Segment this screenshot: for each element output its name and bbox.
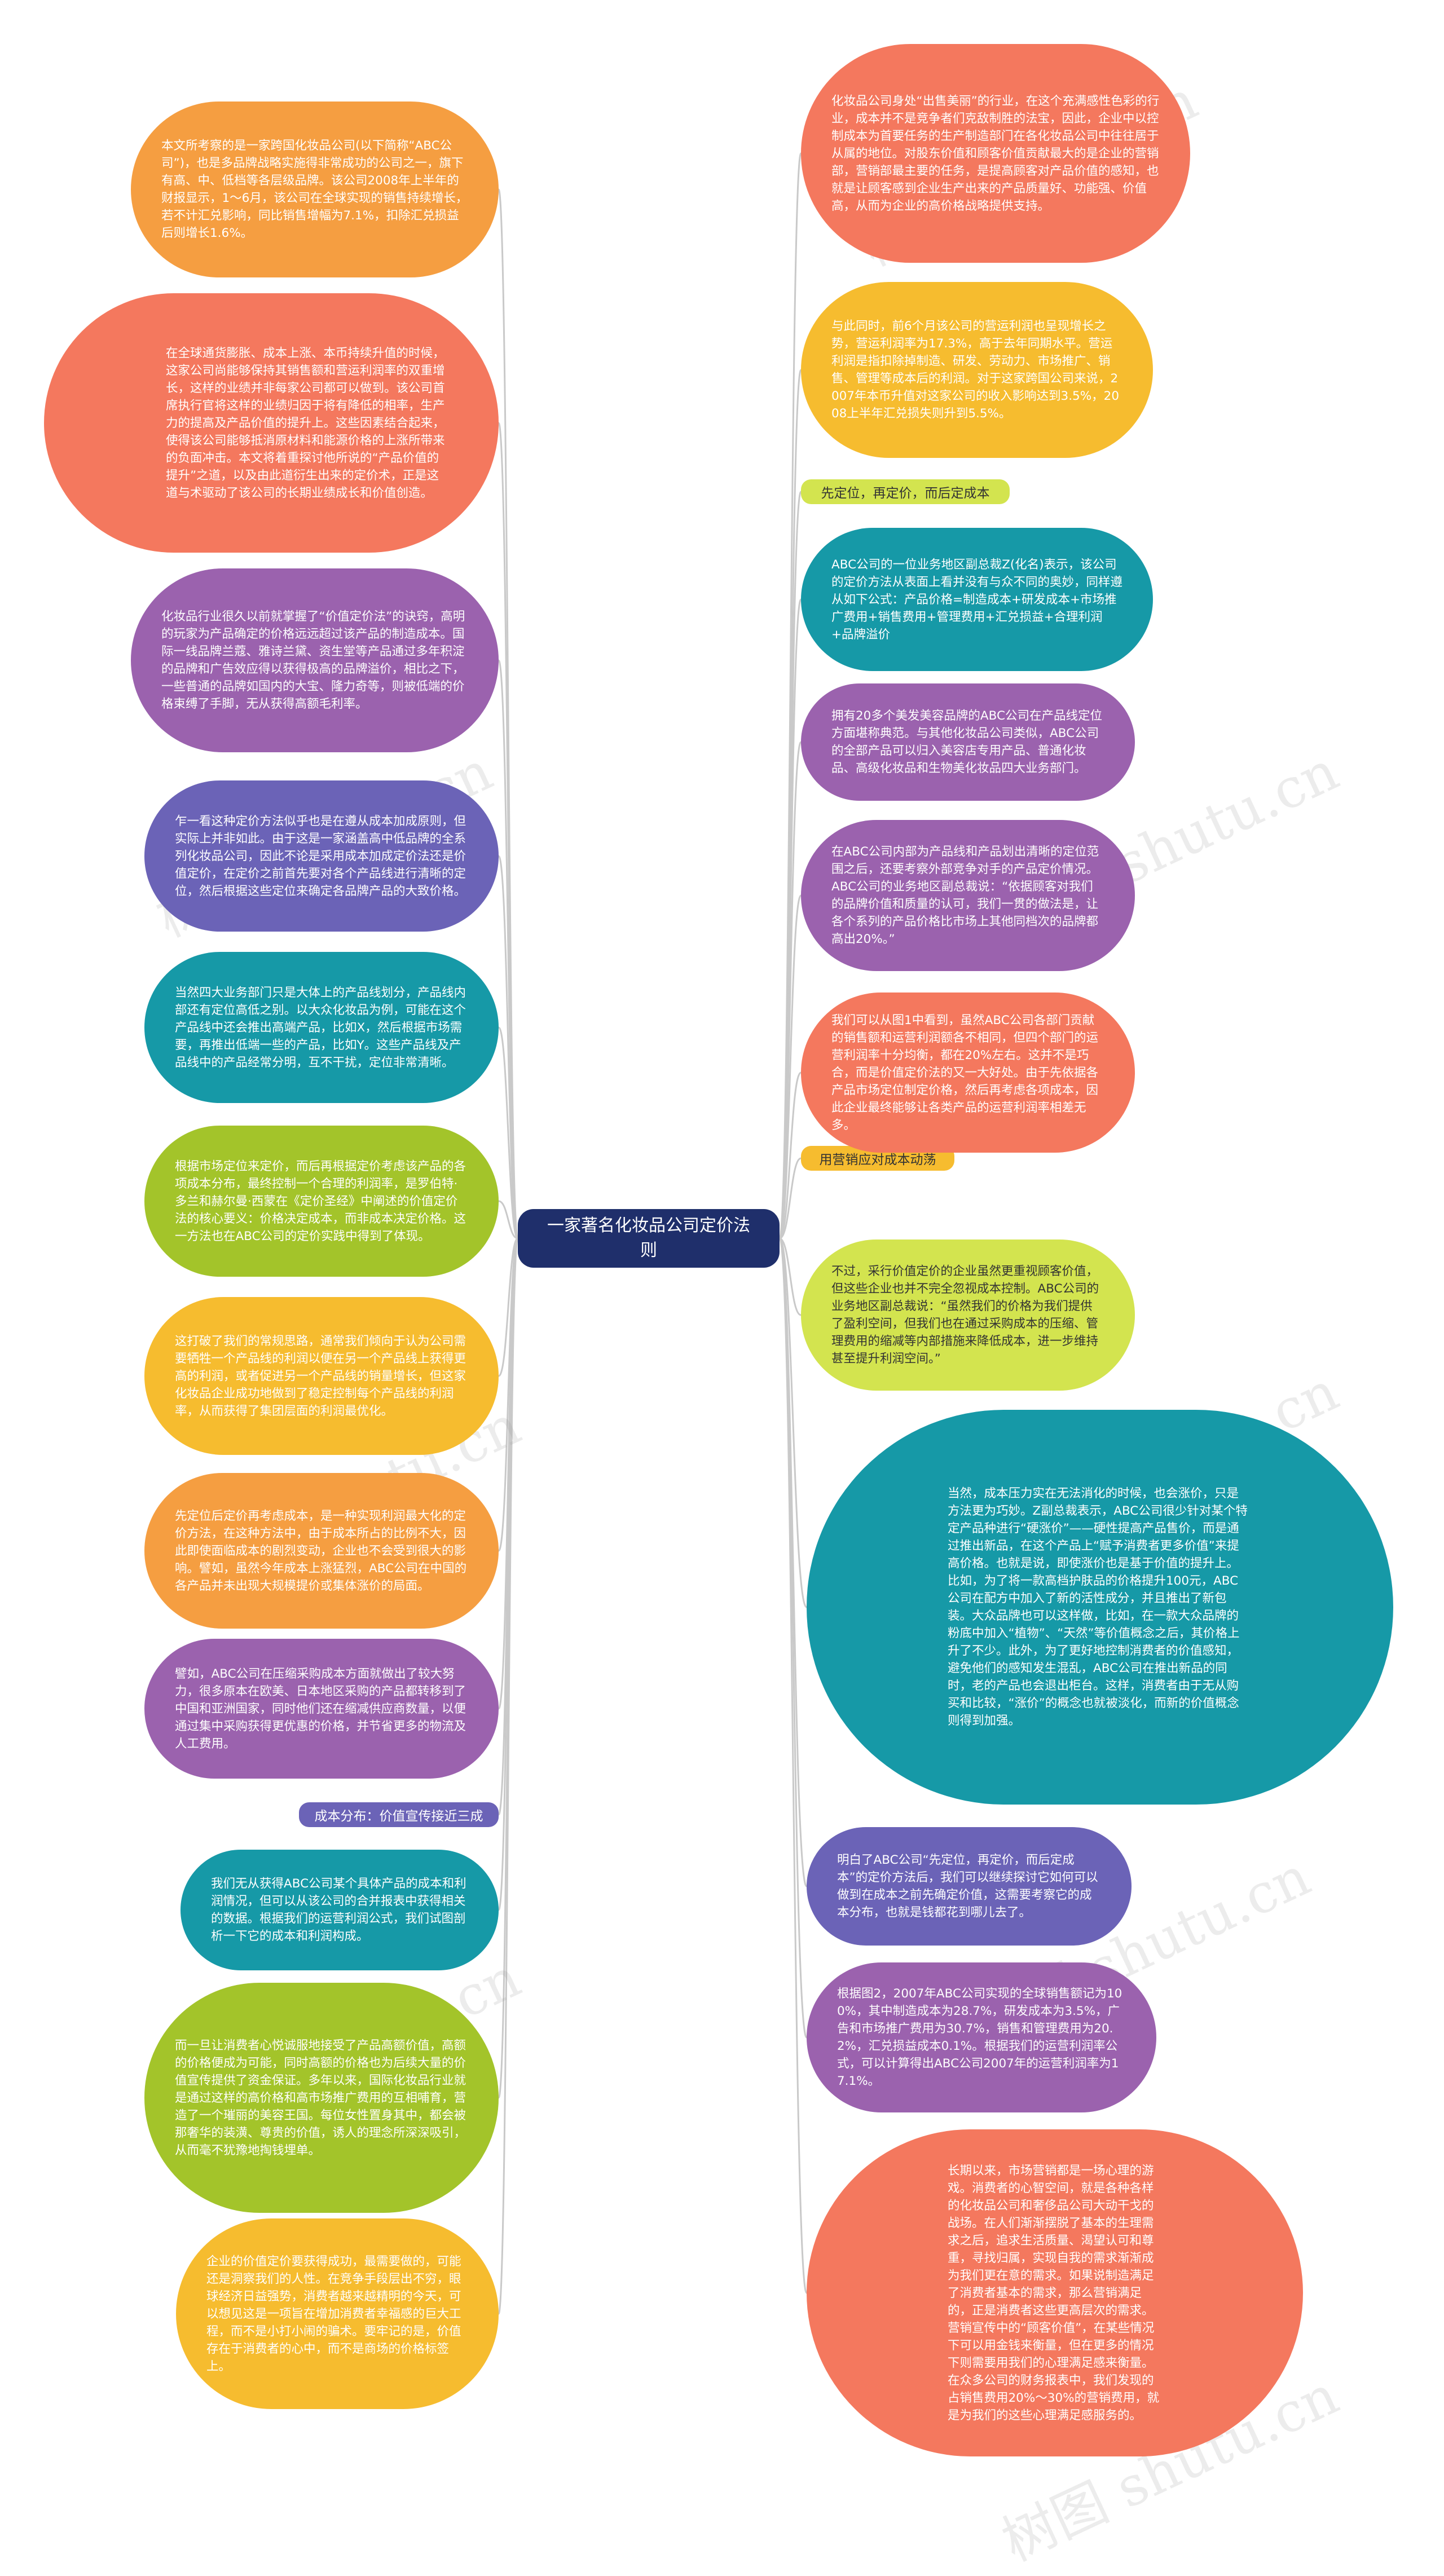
right-node-8[interactable]: 当然，成本压力实在无法消化的时候，也会涨价，只是方法更为巧妙。Z副总裁表示，AB… <box>807 1410 1393 1805</box>
left-node-5[interactable]: 当然四大业务部门只是大体上的产品线划分，产品线内部还有定位高低之别。以大众化妆品… <box>144 952 499 1103</box>
node-text: 拥有20多个美发美容品牌的ABC公司在产品线定位方面堪称典范。与其他化妆品公司类… <box>831 709 1102 775</box>
node-text: 明白了ABC公司“先定位，再定价，而后定成本”的定价方法后，我们可以继续探讨它如… <box>837 1853 1098 1920</box>
left-node-7[interactable]: 这打破了我们的常规思路，通常我们倾向于认为公司需要牺牲一个产品线的利润以便在另一… <box>144 1297 499 1455</box>
root-topic[interactable]: 一家著名化妆品公司定价法则 <box>518 1209 780 1268</box>
right-node-2[interactable]: 与此同时，前6个月该公司的营运利润也呈现增长之势，营运利润率为17.3%，高于去… <box>801 282 1153 458</box>
node-text: 当然四大业务部门只是大体上的产品线划分，产品线内部还有定位高低之别。以大众化妆品… <box>175 985 466 1070</box>
node-text: 先定位后定价再考虑成本，是一种实现利润最大化的定价方法，在这种方法中，由于成本所… <box>175 1508 467 1593</box>
tag-node-cost-distribution[interactable]: 成本分布：价值宣传接近三成 <box>299 1802 499 1827</box>
connector-line <box>779 1237 802 1316</box>
node-text: 在全球通货膨胀、成本上涨、本币持续升值的时候，这家公司尚能够保持其销售额和营运利… <box>166 346 445 500</box>
left-node-9[interactable]: 譬如，ABC公司在压缩采购成本方面就做出了较大努力，很多原本在欧美、日本地区采购… <box>144 1639 499 1779</box>
node-text: 当然，成本压力实在无法消化的时候，也会涨价，只是方法更为巧妙。Z副总裁表示，AB… <box>948 1487 1248 1728</box>
left-node-4[interactable]: 乍一看这种定价方法似乎也是在遵从成本加成原则，但实际上并非如此。由于这是一家涵盖… <box>144 780 499 932</box>
node-text: 化妆品行业很久以前就掌握了“价值定价法”的诀窍，高明的玩家为产品确定的价格远远超… <box>161 610 465 711</box>
right-node-1[interactable]: 化妆品公司身处“出售美丽”的行业，在这个充满感性色彩的行业，成本并不是竞争者们克… <box>801 44 1190 263</box>
connector-line <box>498 1237 519 2099</box>
node-text: 譬如，ABC公司在压缩采购成本方面就做出了较大努力，很多原本在欧美、日本地区采购… <box>175 1666 466 1751</box>
connector-line <box>778 1237 808 2294</box>
node-text: 我们无从获得ABC公司某个具体产品的成本和利润情况，但可以从该公司的合并报表中获… <box>211 1877 466 1943</box>
connector-line <box>498 1237 519 1377</box>
tag-label: 用营销应对成本动荡 <box>819 1153 936 1167</box>
left-node-12[interactable]: 企业的价值定价要获得成功，最需要做的，可能还是洞察我们的人性。在竞争手段层出不穷… <box>176 2218 499 2409</box>
root-topic-label: 一家著名化妆品公司定价法则 <box>547 1216 750 1260</box>
right-node-4[interactable]: 拥有20多个美发美容品牌的ABC公司在产品线定位方面堪称典范。与其他化妆品公司类… <box>801 683 1135 801</box>
left-node-3[interactable]: 化妆品行业很久以前就掌握了“价值定价法”的诀窍，高明的玩家为产品确定的价格远远超… <box>131 568 499 752</box>
connector-line <box>778 369 802 1240</box>
connector-line <box>779 1157 802 1240</box>
right-node-9[interactable]: 明白了ABC公司“先定位，再定价，而后定成本”的定价方法后，我们可以继续探讨它如… <box>807 1827 1132 1946</box>
node-text: 我们可以从图1中看到，虽然ABC公司各部门贡献的销售额和运营利润额各不相同，但四… <box>831 1013 1099 1132</box>
right-node-11[interactable]: 长期以来，市场营销都是一场心理的游戏。消费者的心智空间，就是各种各样的化妆品公司… <box>807 2129 1303 2456</box>
left-node-11[interactable]: 而一旦让消费者心悦诚服地接受了产品高额价值，高额的价格便成为可能，同时高额的价格… <box>144 1983 499 2213</box>
left-node-8[interactable]: 先定位后定价再考虑成本，是一种实现利润最大化的定价方法，在这种方法中，由于成本所… <box>144 1473 499 1629</box>
right-node-5[interactable]: 在ABC公司内部为产品线和产品划出清晰的定位范围之后，还要考察外部竞争对手的产品… <box>801 820 1135 971</box>
connector-line <box>498 1200 518 1240</box>
tag-label: 成本分布：价值宣传接近三成 <box>314 1809 483 1824</box>
node-text: 而一旦让消费者心悦诚服地接受了产品高额价值，高额的价格便成为可能，同时高额的价格… <box>175 2038 466 2158</box>
left-node-1[interactable]: 本文所考察的是一家跨国化妆品公司(以下简称“ABC公司”)，也是多品牌战略实施得… <box>131 102 499 277</box>
node-text: 根据市场定位来定价，而后再根据定价考虑该产品的各项成本分布，最终控制一个合理的利… <box>175 1159 466 1243</box>
tag-node-positioning[interactable]: 先定位，再定价，而后定成本 <box>801 479 1010 504</box>
left-node-10[interactable]: 我们无从获得ABC公司某个具体产品的成本和利润情况，但可以从该公司的合并报表中获… <box>180 1850 499 1970</box>
connector-line <box>498 1026 519 1240</box>
node-text: 乍一看这种定价方法似乎也是在遵从成本加成原则，但实际上并非如此。由于这是一家涵盖… <box>175 814 466 898</box>
node-text: 本文所考察的是一家跨国化妆品公司(以下简称“ABC公司”)，也是多品牌战略实施得… <box>161 139 468 240</box>
node-text: 化妆品公司身处“出售美丽”的行业，在这个充满感性色彩的行业，成本并不是竞争者们克… <box>831 94 1160 213</box>
mindmap-canvas: 树图 shutu.cn 树图 shutu.cn 树图 shutu.cn 树图 s… <box>44 44 1393 2574</box>
right-node-6[interactable]: 我们可以从图1中看到，虽然ABC公司各部门贡献的销售额和运营利润额各不相同，但四… <box>801 993 1135 1153</box>
node-text: 与此同时，前6个月该公司的营运利润也呈现增长之势，营运利润率为17.3%，高于去… <box>831 319 1120 421</box>
connector-line <box>778 894 802 1240</box>
connector-line <box>778 1237 808 1608</box>
node-text: 企业的价值定价要获得成功，最需要做的，可能还是洞察我们的人性。在竞争手段层出不穷… <box>206 2254 461 2374</box>
left-node-6[interactable]: 根据市场定位来定价，而后再根据定价考虑该产品的各项成本分布，最终控制一个合理的利… <box>144 1126 499 1277</box>
node-text: 根据图2，2007年ABC公司实现的全球销售额记为100%，其中制造成本为28.… <box>837 1987 1122 2088</box>
left-node-2[interactable]: 在全球通货膨胀、成本上涨、本币持续升值的时候，这家公司尚能够保持其销售额和营运利… <box>44 293 499 553</box>
node-text: ABC公司的一位业务地区副总裁Z(化名)表示，该公司的定价方法从表面上看并没有与… <box>831 557 1123 642</box>
node-text: 不过，采行价值定价的企业虽然更重视顾客价值，但这些企业也并不完全忽视成本控制。A… <box>831 1264 1099 1366</box>
connector-line <box>498 188 519 1240</box>
connector-line <box>498 855 519 1240</box>
right-node-10[interactable]: 根据图2，2007年ABC公司实现的全球销售额记为100%，其中制造成本为28.… <box>807 1962 1156 2112</box>
node-text: 长期以来，市场营销都是一场心理的游戏。消费者的心智空间，就是各种各样的化妆品公司… <box>948 2163 1160 2423</box>
node-text: 这打破了我们的常规思路，通常我们倾向于认为公司需要牺牲一个产品线的利润以便在另一… <box>175 1334 466 1418</box>
tag-label: 先定位，再定价，而后定成本 <box>821 486 990 501</box>
connector-lines <box>498 152 808 2315</box>
node-text: 在ABC公司内部为产品线和产品划出清晰的定位范围之后，还要考察外部竞争对手的产品… <box>831 845 1099 946</box>
right-node-7[interactable]: 不过，采行价值定价的企业虽然更重视顾客价值，但这些企业也并不完全忽视成本控制。A… <box>801 1240 1135 1391</box>
right-node-3[interactable]: ABC公司的一位业务地区副总裁Z(化名)表示，该公司的定价方法从表面上看并没有与… <box>801 528 1153 671</box>
connector-line <box>778 1071 802 1240</box>
connector-line <box>498 1237 519 2315</box>
connector-line <box>778 1237 808 2039</box>
